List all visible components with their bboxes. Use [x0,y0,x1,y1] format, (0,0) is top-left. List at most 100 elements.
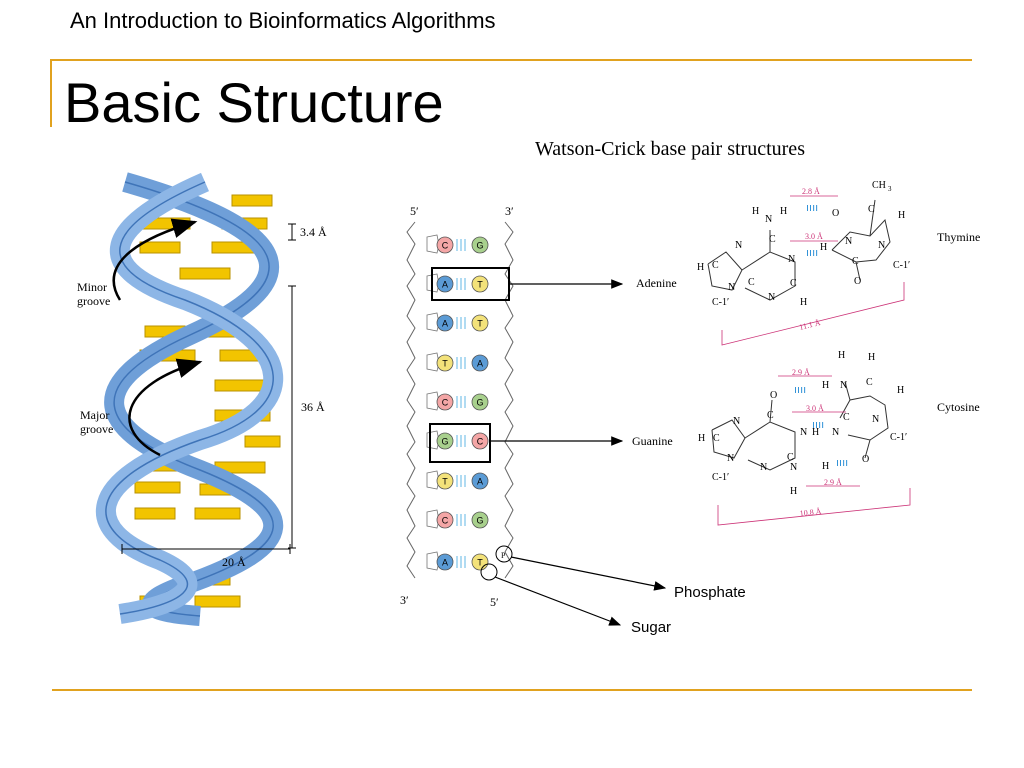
svg-text:N: N [733,416,740,427]
svg-text:N: N [765,214,772,225]
strand-5prime-bottom: 5′ [490,595,499,609]
base-letter: G [441,437,448,447]
hydrogen-bond-2: ıııı [806,247,818,259]
svg-text:N: N [872,414,879,425]
svg-text:H: H [790,486,797,497]
base-T [436,354,454,372]
phosphate-callout-circle [495,545,513,563]
left-backbone [406,221,416,579]
base-plate [244,435,281,448]
svg-text:O: O [770,390,777,401]
svg-text:H: H [820,242,827,253]
sugar-callout-circle [480,563,498,581]
base-letter: A [442,319,448,329]
svg-text:H: H [697,262,704,273]
svg-text:N: N [840,380,847,391]
base-plate [134,481,181,494]
base-G [471,511,489,529]
at-distance-1: 2.8 Å [802,187,820,196]
base-letter: C [442,516,449,526]
svg-text:O: O [854,276,861,287]
base-G [471,236,489,254]
base-C [471,432,489,450]
base-A [471,472,489,490]
hydrogen-bond-3: ıııı [794,384,806,396]
gc-distance-1: 2.9 Å [792,368,810,377]
base-T [436,472,454,490]
base-letter: A [442,280,448,290]
gc-distance-4: 10.8 Å [799,507,822,518]
slide-title: Basic Structure [64,71,444,134]
base-A [436,553,454,571]
base-letter: G [476,516,483,526]
base-letter: A [477,359,483,369]
phosphate-symbol: P [501,551,506,560]
svg-text:H: H [780,206,787,217]
guanine-highlight-box [429,423,491,463]
svg-text:C: C [712,260,719,271]
strand-3prime-top: 3′ [505,204,514,218]
guanine-label: Guanine [632,434,673,448]
base-plate [194,595,241,608]
bottom-divider [52,689,972,691]
base-plate [134,507,176,520]
svg-text:H: H [822,380,829,391]
base-letter: A [442,558,448,568]
svg-text:O: O [832,208,839,219]
svg-text:H: H [752,206,759,217]
width-label: 20 Å [222,555,246,569]
at-distance-2: 3.0 Å [805,232,823,241]
base-letter: C [477,437,484,447]
base-letter: T [477,280,483,290]
adenine-thymine-measure-lines [721,195,905,346]
svg-text:C-1′: C-1′ [712,297,729,308]
base-letter: A [477,477,483,487]
svg-text:C-1′: C-1′ [712,472,729,483]
svg-text:H: H [838,350,845,361]
svg-text:N: N [728,282,735,293]
right-backbone [504,221,514,579]
base-A [471,354,489,372]
svg-text:N: N [768,292,775,303]
guanine-cytosine-measure-lines [717,375,911,526]
base-letter: C [442,241,449,251]
svg-text:C: C [767,410,774,421]
hydrogen-bond-4: ıııı [812,419,824,431]
base-T [471,275,489,293]
svg-text:N: N [790,462,797,473]
svg-text:H: H [800,297,807,308]
minor-groove-arrow [112,218,198,301]
svg-text:N: N [760,462,767,473]
svg-text:C: C [748,277,755,288]
top-divider [52,59,972,61]
strand-3prime-bottom: 3′ [400,593,409,607]
svg-text:N: N [735,240,742,251]
cytosine-label: Cytosine [937,400,980,414]
major-groove-label-1: Major [80,408,109,422]
base-plate [139,241,181,254]
pitch-label: 36 Å [301,400,325,414]
base-G [436,432,454,450]
major-groove-label-2: groove [80,422,113,436]
course-title: An Introduction to Bioinformatics Algori… [70,8,496,33]
adenine-label: Adenine [636,276,677,290]
svg-text:C: C [787,452,794,463]
gc-distance-2: 3.0 Å [806,404,824,413]
sugar-label: Sugar [631,619,671,636]
svg-text:C: C [713,433,720,444]
svg-text:N: N [727,453,734,464]
svg-text:O: O [862,454,869,465]
svg-text:H: H [812,427,819,438]
hydrogen-bond-5: ıııı [836,457,848,469]
width-dimension [121,544,291,554]
